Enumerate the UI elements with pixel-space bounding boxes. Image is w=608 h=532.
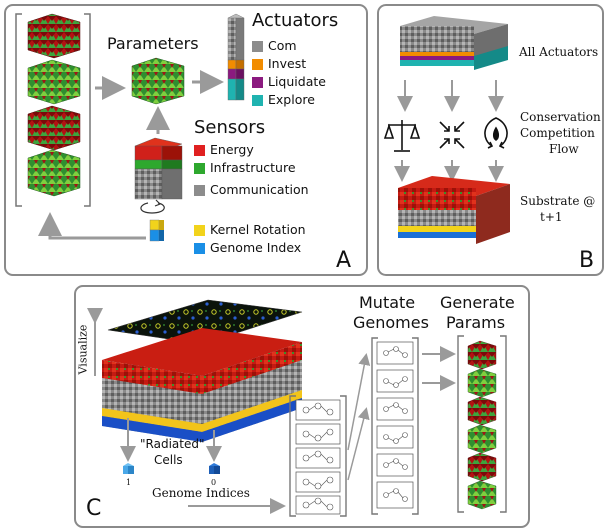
process-competition: Competition (520, 126, 595, 140)
mutate-genomes-line1: Mutate (359, 293, 416, 312)
genome-index-0: 0 (211, 478, 217, 487)
kernel-rotation-swatch (194, 225, 205, 236)
parameters-title: Parameters (107, 34, 199, 53)
panel-a-letter: A (336, 248, 352, 273)
actuator-liquidate-swatch (252, 77, 263, 88)
generate-params-line1: Generate (440, 293, 515, 312)
sensor-infrastructure-swatch (194, 163, 205, 174)
genome-index-swatch (194, 243, 205, 254)
process-flow: Flow (549, 142, 579, 156)
actuator-com-label: Com (268, 38, 297, 53)
actuator-explore-swatch (252, 95, 263, 106)
sensor-energy-swatch (194, 145, 205, 156)
actuator-com-swatch (252, 41, 263, 52)
substrate-label: Substrate @ (520, 194, 596, 208)
sensor-communication-swatch (194, 185, 205, 196)
radiated-cells-line2: Cells (154, 453, 183, 467)
genome-index-label: Genome Index (210, 240, 302, 255)
kernel-rotation-label: Kernel Rotation (210, 222, 306, 237)
genome-index-1: 1 (126, 478, 132, 487)
actuator-liquidate-label: Liquidate (268, 74, 326, 89)
panel-b-letter: B (579, 248, 595, 273)
flow-icon (484, 117, 508, 149)
substrate-time: t+1 (540, 210, 563, 224)
genome-indices-label: Genome Indices (152, 486, 250, 500)
sensor-communication-label: Communication (210, 182, 309, 197)
actuators-title: Actuators (252, 10, 339, 31)
mutate-genomes-line2: Genomes (353, 313, 429, 332)
radiated-cells-line1: "Radiated" (140, 437, 205, 451)
sensor-infrastructure-label: Infrastructure (210, 160, 296, 175)
generate-params-line2: Params (446, 313, 506, 332)
panel-c-letter: C (86, 496, 102, 521)
competition-icon (439, 121, 465, 149)
all-actuators-label: All Actuators (519, 45, 599, 59)
actuator-invest-label: Invest (268, 56, 307, 71)
visualize-label: Visualize (76, 324, 90, 375)
actuator-explore-label: Explore (268, 92, 315, 107)
actuator-invest-swatch (252, 59, 263, 70)
scale-icon (383, 120, 421, 152)
sensor-energy-label: Energy (210, 142, 254, 157)
process-conservation: Conservation (520, 110, 601, 124)
sensors-title: Sensors (194, 117, 266, 138)
